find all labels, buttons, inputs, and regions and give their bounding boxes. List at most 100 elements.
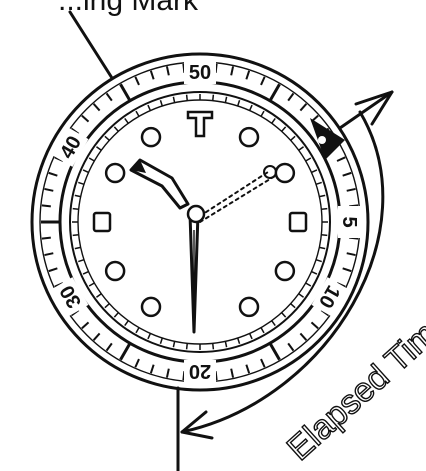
bezel-tick <box>134 358 140 368</box>
dial-minute-tick <box>321 234 328 237</box>
center-pinion <box>186 204 206 224</box>
dial-minute-tick <box>147 333 152 340</box>
elapsed-arrow-head-bottom <box>180 410 214 440</box>
bezel-tick <box>119 83 131 101</box>
dial-minute-tick <box>319 246 326 250</box>
dial-minute-tick <box>236 337 241 344</box>
bezel-tick <box>81 114 90 123</box>
dial-minute-tick <box>321 207 328 210</box>
dial-minute-tick <box>185 343 188 350</box>
dial-outer-ring <box>69 91 331 353</box>
bezel-numeral: 20 <box>189 360 211 382</box>
elapsed-arrow-start-line <box>338 90 394 130</box>
dial-minute-tick <box>172 341 176 348</box>
dial-minute-tick <box>78 181 85 186</box>
hour-marker-dot <box>274 162 296 184</box>
bezel-tick <box>149 364 155 374</box>
bezel-tick <box>269 343 281 361</box>
bezel-tick <box>299 103 308 112</box>
dial-minute-tick <box>281 126 287 132</box>
dial-minute-tick <box>315 181 322 186</box>
bezel-tick <box>245 364 251 374</box>
bezel-tick <box>165 66 170 76</box>
dial-minute-tick <box>298 293 304 298</box>
dial-minute-tick <box>185 94 188 101</box>
seconds-hand <box>199 171 269 217</box>
bezel-tick <box>310 321 319 330</box>
dial-minute-tick <box>271 320 276 326</box>
bezel-tick <box>260 76 266 86</box>
dial-minute-tick <box>260 110 265 117</box>
dial-minute-tick <box>88 282 95 287</box>
bezel-tick <box>48 171 58 177</box>
bezel-tick <box>336 156 346 162</box>
dial-minute-tick <box>74 246 81 250</box>
dial-minute-tick <box>224 96 228 103</box>
dial-minute-tick <box>104 135 110 141</box>
bezel-tick <box>230 368 235 378</box>
dial-minute-tick <box>96 293 102 298</box>
bezel-tick <box>230 66 235 76</box>
dial-minute-tick <box>159 337 164 344</box>
bezel-tick <box>44 252 54 257</box>
dial-minute-tick <box>319 194 326 198</box>
bezel-tick <box>299 332 308 341</box>
dial-minute-tick <box>72 234 79 237</box>
bezel-marker-dot <box>318 136 326 144</box>
dial-minute-tick <box>236 100 241 107</box>
bezel-tick <box>92 332 101 341</box>
bezel-numeral-backing <box>338 206 362 238</box>
dial-minute-tick <box>315 258 322 263</box>
dial-minute-tick <box>212 94 215 101</box>
bezel-tick <box>245 70 251 80</box>
dial-minute-tick <box>72 207 79 210</box>
bezel-numeral-backing <box>311 277 349 317</box>
elapsed-arrow-head-top <box>354 90 394 126</box>
elapsed-arc <box>180 110 385 434</box>
dial-minute-tick <box>248 333 253 340</box>
bezel-tick <box>41 236 51 240</box>
bezel-numeral: 5 <box>338 216 360 227</box>
bezel-numeral: 50 <box>189 62 211 84</box>
bezel-tick <box>119 343 131 361</box>
dial-minute-ticks <box>72 94 328 350</box>
hour-marker-dot <box>238 126 260 148</box>
bezel-tick <box>41 204 51 208</box>
dial-minute-tick <box>135 327 140 334</box>
dial-minute-tick <box>305 282 312 287</box>
hour-marker-dot <box>140 126 162 148</box>
dial-minute-tick <box>248 104 253 111</box>
dial-minute-tick <box>113 312 119 318</box>
dial-minute-tick <box>147 104 152 111</box>
seconds-hand-outline <box>199 175 276 223</box>
bezel-tick <box>287 92 295 102</box>
bezel-index-marker <box>310 118 345 160</box>
bezel-outer-ring <box>30 52 370 392</box>
dial-minute-tick <box>159 100 164 107</box>
dial-minute-tick <box>74 194 81 198</box>
hour-marker-12 <box>186 110 214 138</box>
hour-marker-dot <box>140 296 162 318</box>
bezel-tick <box>346 187 356 192</box>
bezel-numeral-backing <box>51 277 89 317</box>
bezel-numeral-backing <box>51 127 89 167</box>
dial-minute-tick <box>82 169 89 174</box>
bezel-tick <box>105 342 113 352</box>
bezel-tick <box>92 103 101 112</box>
dial-minute-tick <box>305 157 312 162</box>
dial-minute-tick <box>124 320 129 326</box>
dial-minute-tick <box>290 303 296 309</box>
bezel-numeral-backing <box>184 360 216 384</box>
marker-leader-line <box>68 10 114 80</box>
dial-minute-tick <box>135 110 140 117</box>
hour-marker-dot <box>104 260 126 282</box>
elapsed-time-indicator <box>176 90 394 471</box>
hour-marker-dot <box>104 162 126 184</box>
dial-minute-tick <box>113 126 119 132</box>
dial-minute-tick <box>212 343 215 350</box>
bezel-tick <box>149 70 155 80</box>
dial-minute-tick <box>298 146 304 151</box>
hour-marker-baton <box>288 211 308 233</box>
bezel-tick <box>342 267 352 273</box>
bezel-tick <box>269 83 281 101</box>
